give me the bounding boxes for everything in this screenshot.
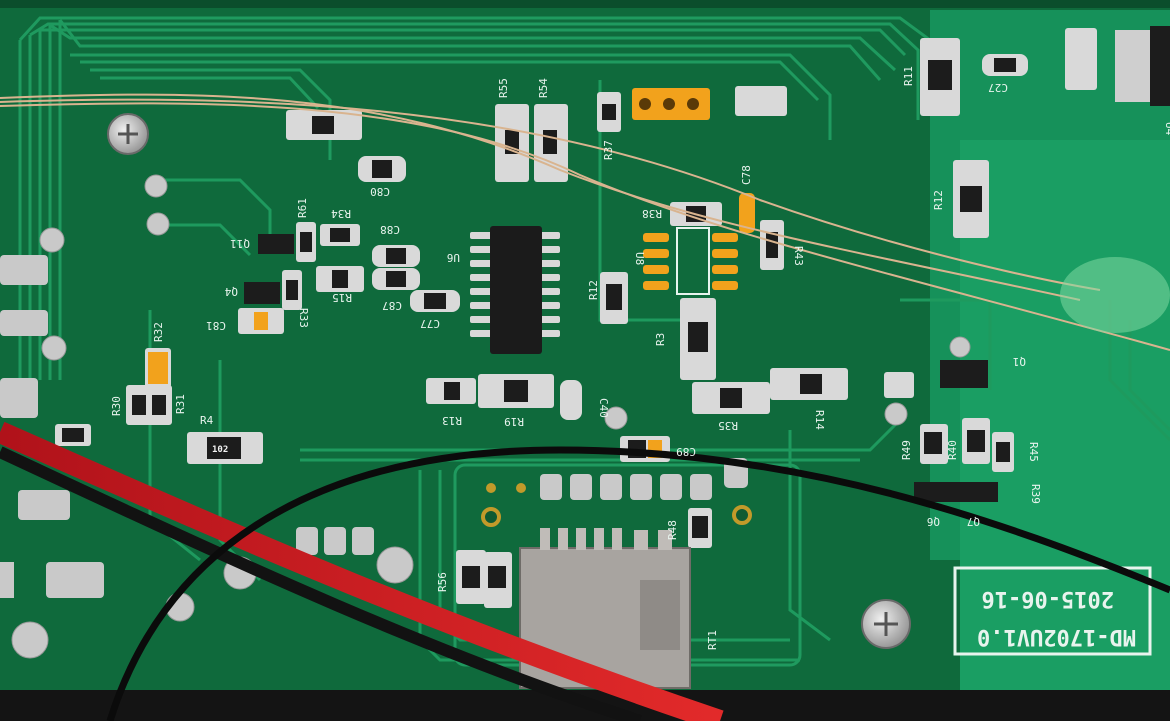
- label-r12: R12: [587, 280, 600, 300]
- label-r33: R33: [297, 308, 310, 328]
- label-r61: R61: [296, 198, 309, 218]
- label-q6: Q6: [927, 515, 940, 528]
- version-box: [953, 566, 1152, 656]
- label-q4: Q4: [224, 285, 238, 298]
- label-r56: R56: [436, 572, 449, 592]
- screw-left: [107, 113, 149, 155]
- ic-u6: [470, 226, 560, 354]
- label-r30: R30: [110, 396, 123, 416]
- label-r45: R45: [1027, 442, 1040, 462]
- glue-blob: [1060, 257, 1170, 333]
- cables: [0, 421, 1170, 721]
- label-u4: U4: [1163, 122, 1170, 136]
- u8-outline: [676, 227, 710, 295]
- label-r14: R14: [813, 410, 826, 430]
- label-q1: Q1: [1013, 355, 1026, 368]
- label-r37: R37: [602, 140, 615, 160]
- transistors: [244, 26, 1170, 502]
- label-r32: R32: [152, 322, 165, 342]
- label-r48: R48: [666, 520, 679, 540]
- label-r34: R34: [331, 207, 351, 220]
- label-r40: R40: [946, 440, 959, 460]
- label-r38: R38: [642, 207, 662, 220]
- label-r19: R19: [504, 415, 524, 428]
- screw-right: [861, 599, 911, 649]
- label-c81: C81: [206, 319, 226, 332]
- label-u8: U8: [633, 252, 646, 265]
- u8-footprint: [643, 193, 755, 290]
- label-r12b: R12: [932, 190, 945, 210]
- label-r49: R49: [900, 440, 913, 460]
- label-c40: C40: [597, 398, 610, 418]
- gold-pad-holes: [481, 483, 752, 527]
- label-r11: R11: [902, 66, 915, 86]
- label-q11: Q11: [230, 237, 250, 250]
- label-r39: R39: [1029, 484, 1042, 504]
- label-c80: C80: [370, 185, 390, 198]
- label-c88: C88: [380, 223, 400, 236]
- label-c78: C78: [740, 165, 753, 185]
- resistor-marking-r4: 102: [212, 445, 228, 455]
- label-r31: R31: [174, 394, 187, 414]
- label-u6: U6: [447, 251, 460, 264]
- label-c87: C87: [382, 299, 402, 312]
- label-r13: R13: [442, 414, 462, 427]
- label-rt1: RT1: [706, 630, 719, 650]
- board-date-label: 2015-06-16: [982, 586, 1114, 611]
- gold-header-pads: [632, 88, 710, 120]
- label-c77: C77: [420, 317, 440, 330]
- pad-row-bottom: [0, 255, 748, 598]
- label-r3: R3: [654, 333, 667, 346]
- smd-components: [55, 28, 1097, 608]
- jumper-wires: [0, 93, 1170, 351]
- label-r55: R55: [497, 78, 510, 98]
- label-r35: R35: [718, 419, 738, 432]
- label-r4: R4: [200, 414, 214, 427]
- label-r43: R43: [792, 246, 805, 266]
- label-q7: Q7: [967, 515, 980, 528]
- trace-bundle-top: [18, 16, 932, 380]
- label-r15: R15: [332, 291, 352, 304]
- label-c27: C27: [988, 81, 1008, 94]
- board-model-label: MD-1702UV1.0: [977, 624, 1136, 649]
- label-r54: R54: [537, 78, 550, 98]
- microsd-slot: [519, 528, 691, 689]
- label-c89: C89: [676, 445, 696, 458]
